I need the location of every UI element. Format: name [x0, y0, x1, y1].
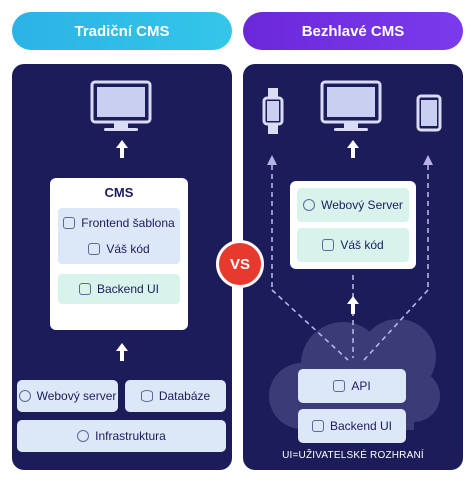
frontend-template-label: Frontend šablona	[81, 216, 175, 230]
database-box: Databáze	[125, 380, 226, 412]
ui-definition-note: UI=UŽIVATELSKÉ ROZHRANÍ	[282, 450, 424, 461]
arrow-up-icon	[116, 140, 128, 158]
arrow-up-icon	[347, 296, 359, 314]
code-icon	[322, 239, 335, 251]
backend-ui-label: Backend UI	[96, 282, 160, 296]
web-server-label: Webový server	[36, 389, 117, 403]
api-box: API	[298, 369, 406, 403]
your-code-box: Váš kód	[58, 240, 180, 258]
arrow-up-icon	[267, 155, 277, 165]
arrow-up-icon	[116, 343, 128, 361]
network-icon	[77, 430, 90, 442]
backend-ui-label: Backend UI	[329, 419, 393, 433]
phone-icon	[416, 94, 442, 132]
cms-title: CMS	[104, 185, 134, 200]
infrastructure-label: Infrastruktura	[95, 429, 166, 443]
api-label: API	[351, 379, 371, 393]
backend-ui-box: Backend UI	[58, 274, 180, 304]
chip-icon	[333, 380, 346, 392]
arrow-up-icon	[423, 155, 433, 165]
your-code-label: Váš kód	[106, 242, 150, 256]
code-window-icon	[78, 283, 91, 295]
web-server-box: Webový server	[17, 380, 118, 412]
database-label: Databáze	[158, 389, 211, 403]
smartwatch-icon	[262, 88, 284, 134]
code-window-icon	[63, 217, 76, 229]
frontend-template-box: Frontend šablona	[58, 214, 180, 232]
backend-ui-box: Backend UI	[298, 409, 406, 443]
web-icon	[303, 199, 316, 211]
your-code-label: Váš kód	[340, 238, 384, 252]
web-icon	[18, 390, 31, 402]
web-layer-card: Webový Server Váš kód	[290, 181, 416, 269]
your-code-box: Váš kód	[297, 228, 409, 262]
headless-cms-header: Bezhlavé CMS	[243, 12, 463, 50]
monitor-icon	[320, 80, 382, 131]
web-server-label: Webový Server	[321, 198, 403, 212]
arrow-up-icon	[347, 140, 359, 158]
frontend-template-group	[58, 208, 180, 264]
web-server-box: Webový Server	[297, 188, 409, 222]
traditional-cms-header: Tradiční CMS	[12, 12, 232, 50]
vs-badge: VS	[216, 240, 264, 288]
database-icon	[140, 390, 153, 402]
code-window-icon	[311, 420, 324, 432]
code-icon	[88, 243, 101, 255]
cms-card: CMS Frontend šablona Váš kód Backend UI	[50, 178, 188, 330]
infrastructure-box: Infrastruktura	[17, 420, 226, 452]
monitor-icon	[90, 80, 152, 131]
